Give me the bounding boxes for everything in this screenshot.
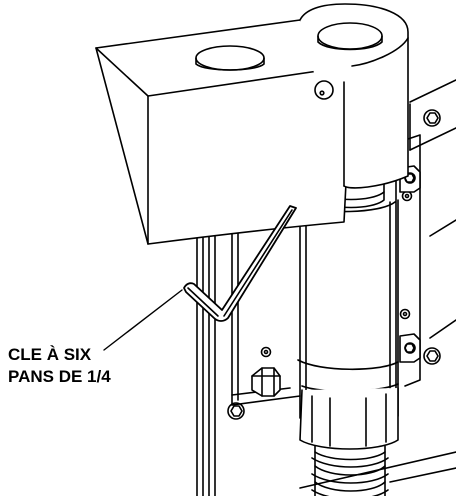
plate-hole-lower-right bbox=[423, 347, 441, 365]
hex-nut-left bbox=[251, 367, 281, 397]
mounting-plate bbox=[409, 79, 456, 339]
upper-arm bbox=[95, 3, 409, 245]
cap-screw-right-lower bbox=[399, 333, 421, 363]
base-rails bbox=[299, 451, 456, 489]
arm-top-cap-left bbox=[195, 45, 265, 71]
bracket-screw-lower-right bbox=[399, 308, 411, 320]
column-coupling bbox=[299, 387, 399, 450]
callout-label-line-2: PANS DE 1/4 bbox=[8, 367, 111, 386]
callout-leader-line bbox=[103, 289, 183, 351]
callout-label-line-1: CLE À SIX bbox=[8, 345, 92, 364]
plate-hole-lower-left bbox=[227, 402, 245, 420]
bracket-screw-upper-right bbox=[401, 190, 413, 202]
hex-key-callout-label: CLE À SIX PANS DE 1/4 bbox=[8, 344, 111, 388]
frame-rails bbox=[196, 225, 216, 496]
arm-top-cap-right bbox=[317, 22, 383, 51]
hex-key-tool bbox=[183, 205, 297, 322]
arm-set-screw bbox=[314, 80, 334, 100]
plate-screw-top-right bbox=[423, 109, 441, 127]
column bbox=[297, 199, 399, 419]
bracket-screw-lower-left bbox=[260, 346, 272, 358]
